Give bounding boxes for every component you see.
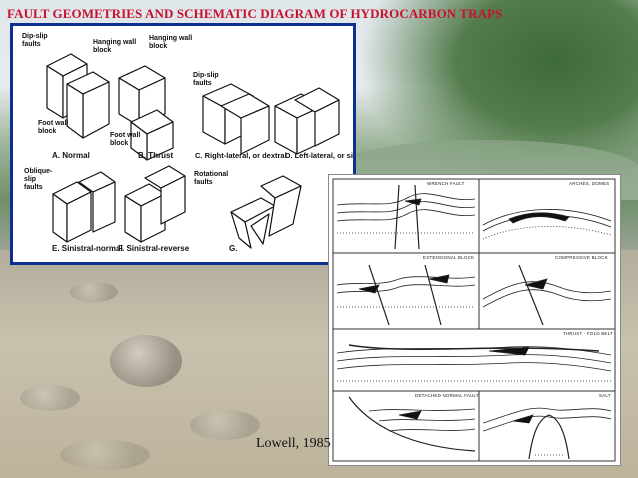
normal-fault-block <box>46 53 110 139</box>
label-dip-slip-faults: Dip-slip faults <box>22 33 48 48</box>
rock <box>110 335 182 387</box>
thrust-fold-belt-section <box>336 344 612 382</box>
caption-rotational: G. <box>229 244 238 253</box>
source-credit: Lowell, 1985 <box>256 436 331 451</box>
fault-block-drawings <box>46 53 340 249</box>
section-frames <box>332 178 616 462</box>
caption-sinistral-reverse: F. Sinistral-reverse <box>118 244 190 253</box>
rotational-fault-block <box>230 175 302 249</box>
sinistral-normal-fault-block <box>52 171 116 243</box>
tag-wrench-fault: WRENCH FAULT <box>427 181 465 186</box>
wrench-fault-section <box>336 184 476 250</box>
caption-thrust: B. Thrust <box>138 151 174 160</box>
tag-salt: SALT <box>599 393 611 398</box>
rock <box>190 410 260 440</box>
caption-right-lateral: C. Right-lateral, or dextral <box>195 151 287 160</box>
detached-normal-fault-section <box>348 396 476 452</box>
compressive-block-section <box>482 264 612 326</box>
fault-diagram-canvas: Dip-slip faults Hanging wall block Hangi… <box>13 26 353 262</box>
extensional-block-section <box>336 264 476 326</box>
right-lateral-fault-block <box>202 83 270 155</box>
salt-section <box>482 407 612 460</box>
tag-arches-domes: ARCHES, DOMES <box>569 181 610 186</box>
left-lateral-fault-block <box>274 87 340 155</box>
caption-left-lateral: D. Left-lateral, or sinistral <box>285 151 353 160</box>
fault-geometry-diagram: Dip-slip faults Hanging wall block Hangi… <box>10 23 356 265</box>
label-dip-slip-faults: Dip-slip faults <box>193 72 219 87</box>
slide-title: FAULT GEOMETRIES AND SCHEMATIC DIAGRAM O… <box>7 6 503 21</box>
arches-domes-section <box>482 209 612 240</box>
rock <box>60 440 150 470</box>
label-oblique-slip-faults: Oblique- slip faults <box>24 168 53 191</box>
label-foot-wall: Foot wall block <box>38 120 69 135</box>
thrust-fault-block <box>118 65 174 161</box>
sinistral-reverse-fault-block <box>124 165 186 243</box>
trap-section-drawings <box>332 178 616 462</box>
tag-detached-normal-fault: DETACHED NORMAL FAULT <box>415 393 479 398</box>
trap-cross-sections: WRENCH FAULT ARCHES, DOMES EXTENSIONAL B… <box>328 174 621 466</box>
rock <box>70 282 118 302</box>
label-rotational-faults: Rotational faults <box>194 171 229 186</box>
tag-thrust-fold-belt: THRUST - FOLD BELT <box>563 331 613 336</box>
rock <box>20 385 80 411</box>
caption-normal: A. Normal <box>52 151 90 160</box>
tag-compressive-block: COMPRESSIVE BLOCK <box>555 255 608 260</box>
label-hanging-wall: Hanging wall block <box>93 39 137 54</box>
label-hanging-wall: Hanging wall block <box>149 35 193 50</box>
caption-sinistral-normal: E. Sinistral-normal <box>52 244 123 253</box>
tag-extensional-block: EXTENSIONAL BLOCK <box>423 255 475 260</box>
label-foot-wall: Foot wall block <box>110 132 141 147</box>
